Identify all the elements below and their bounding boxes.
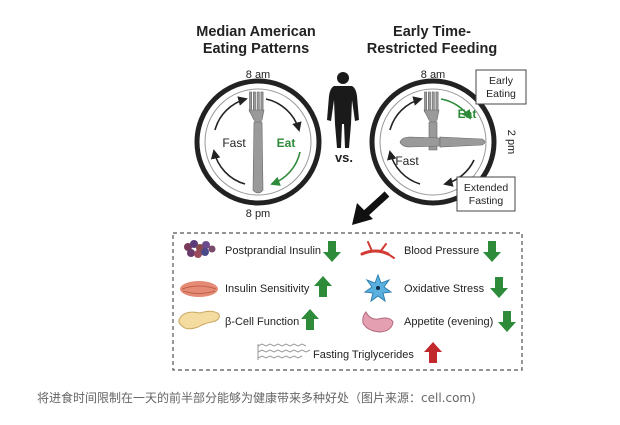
- right-title-line-1: Early Time-: [393, 24, 471, 40]
- muscle-icon: [180, 281, 218, 297]
- right-title-line-2: Restricted Feeding: [367, 41, 498, 57]
- image-caption: 将进食时间限制在一天的前半部分能够为健康带来多种好处（图片来源：cell.com…: [37, 391, 476, 405]
- right-fast-label: Fast: [395, 154, 419, 168]
- insulin-crystals-icon: [184, 240, 216, 258]
- arrow-down-icon: [498, 311, 516, 332]
- arrow-up-icon: [314, 276, 332, 297]
- left-plate-clock: Fast Eat: [194, 78, 322, 206]
- effect-label-blood-pressure: Blood Pressure: [404, 245, 479, 257]
- human-silhouette-icon: [327, 72, 359, 148]
- left-eat-label: Eat: [277, 136, 296, 150]
- right-time-top: 8 am: [421, 69, 445, 81]
- effect-label-insulin-sensitivity: Insulin Sensitivity: [225, 283, 310, 295]
- early-eating-line-1: Early: [489, 75, 514, 87]
- right-time-side: 2 pm: [505, 130, 517, 154]
- outcomes-box: [172, 232, 523, 371]
- early-eating-line-2: Eating: [486, 88, 516, 100]
- extended-fasting-callout: Extended Fasting: [456, 176, 516, 212]
- effect-label-beta-cell-function: β-Cell Function: [225, 316, 299, 328]
- left-fast-label: Fast: [222, 136, 246, 150]
- stomach-icon: [362, 311, 394, 333]
- effect-label-oxidative-stress: Oxidative Stress: [404, 283, 485, 295]
- versus-label: vs.: [335, 150, 353, 165]
- oxidative-stress-icon: [363, 273, 393, 303]
- arrow-up-icon: [301, 309, 319, 330]
- arrow-up-red-icon: [424, 342, 442, 363]
- effect-label-fasting-triglycerides: Fasting Triglycerides: [313, 349, 414, 361]
- arrow-down-icon: [490, 277, 508, 298]
- right-plate-clock: Fast Eat: [369, 78, 497, 206]
- arrow-down-icon: [483, 241, 501, 262]
- fork-icon: [248, 91, 265, 194]
- triglyceride-chain-icon: [257, 343, 311, 360]
- pancreas-icon: [178, 310, 220, 330]
- knife-icon: [399, 136, 486, 148]
- extended-fasting-line-1: Extended: [464, 182, 509, 194]
- left-title-line-2: Eating Patterns: [203, 41, 309, 57]
- extended-fasting-line-2: Fasting: [469, 195, 504, 207]
- outcome-arrow-icon: [352, 191, 390, 225]
- effect-label-appetite-evening: Appetite (evening): [404, 316, 493, 328]
- left-time-bottom: 8 pm: [246, 208, 270, 220]
- arrow-down-icon: [323, 241, 341, 262]
- left-time-top: 8 am: [246, 69, 270, 81]
- right-eat-label: Eat: [458, 107, 477, 121]
- effect-label-postprandial-insulin: Postprandial Insulin: [225, 245, 321, 257]
- blood-vessel-icon: [360, 241, 395, 259]
- left-title-line-1: Median American: [196, 24, 316, 40]
- early-eating-callout: Early Eating: [475, 69, 527, 105]
